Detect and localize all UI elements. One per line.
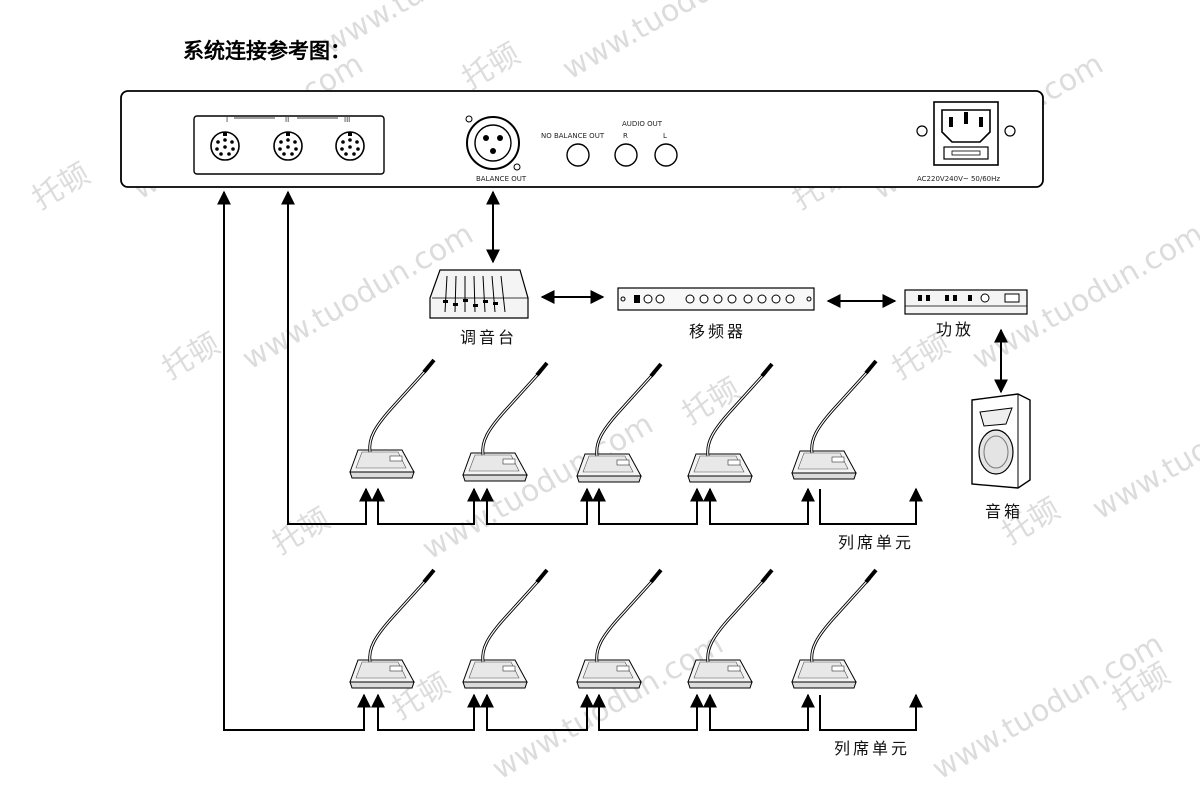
cable-chains xyxy=(217,190,923,731)
page-title: 系统连接参考图： xyxy=(183,38,351,63)
watermark: www.tuodun.com xyxy=(417,407,660,567)
watermark: www.tuodun.com xyxy=(1087,367,1200,527)
xlr-balance-out-port[interactable] xyxy=(465,115,521,171)
port-label-2: II xyxy=(285,116,289,124)
watermark: 托顿 xyxy=(27,157,96,217)
mixer-label: 调音台 xyxy=(460,328,517,347)
din-port-3[interactable] xyxy=(335,131,365,161)
row1-link-3 xyxy=(592,487,704,525)
row2-link-2 xyxy=(480,693,594,731)
watermark: 托顿 xyxy=(677,372,746,432)
amplifier-label: 功放 xyxy=(936,320,974,339)
port1-trunk-cable xyxy=(217,190,371,731)
delegate-unit xyxy=(790,359,878,481)
din-port-1[interactable] xyxy=(210,131,240,161)
no-balance-out-label: NO BALANCE OUT xyxy=(541,132,605,140)
mic-row-1 xyxy=(348,358,878,484)
port-label-3: III xyxy=(344,116,350,124)
row2-link-3 xyxy=(592,693,704,731)
device-connections xyxy=(486,190,1008,394)
watermark: 托顿 xyxy=(267,502,336,562)
power-rating-label: AC220V240V~ 50/60Hz xyxy=(917,175,1000,183)
delegate-unit xyxy=(461,361,549,483)
row2-tail xyxy=(819,693,923,731)
watermark: 托顿 xyxy=(997,492,1066,552)
delegate-unit xyxy=(686,568,774,690)
audio-out-label: AUDIO OUT xyxy=(622,120,663,128)
row2-link-4 xyxy=(703,693,815,731)
shifter-label: 移频器 xyxy=(689,322,746,341)
frequency-shifter-device xyxy=(617,287,815,311)
port-label-1: I xyxy=(226,116,228,124)
power-socket-icon xyxy=(916,101,1016,166)
watermark: 托顿 xyxy=(457,37,526,97)
row1-link-2 xyxy=(480,487,594,525)
watermark: www.tuodun.com xyxy=(557,0,800,87)
speaker-device xyxy=(971,393,1031,489)
mic-row-2 xyxy=(348,568,878,690)
audio-out-r-jack[interactable] xyxy=(614,143,638,167)
speaker-label: 音箱 xyxy=(985,502,1023,521)
balance-out-label: BALANCE OUT xyxy=(476,175,527,183)
audio-l-label: L xyxy=(663,132,667,140)
no-balance-out-jack[interactable] xyxy=(566,143,590,167)
row2-link-1 xyxy=(371,693,481,731)
amplifier-device xyxy=(904,289,1028,315)
audio-out-l-jack[interactable] xyxy=(654,143,678,167)
watermark: www.tuodun.com xyxy=(487,627,730,787)
row1-link-1 xyxy=(371,487,481,525)
mixer-device xyxy=(429,269,529,319)
row1-link-4 xyxy=(703,487,815,525)
din-port-2[interactable] xyxy=(273,131,303,161)
delegate-unit xyxy=(348,358,436,480)
watermark: 托顿 xyxy=(157,327,226,387)
audio-r-label: R xyxy=(623,132,628,140)
row2-label: 列席单元 xyxy=(834,739,910,758)
delegate-unit xyxy=(461,568,549,690)
row1-label: 列席单元 xyxy=(838,533,914,552)
delegate-unit xyxy=(348,568,436,690)
rear-panel: I II III BALANCE OUT NO BALANCE OUT AUDI… xyxy=(120,90,1044,188)
row1-tail xyxy=(819,487,923,525)
delegate-unit xyxy=(790,568,878,690)
